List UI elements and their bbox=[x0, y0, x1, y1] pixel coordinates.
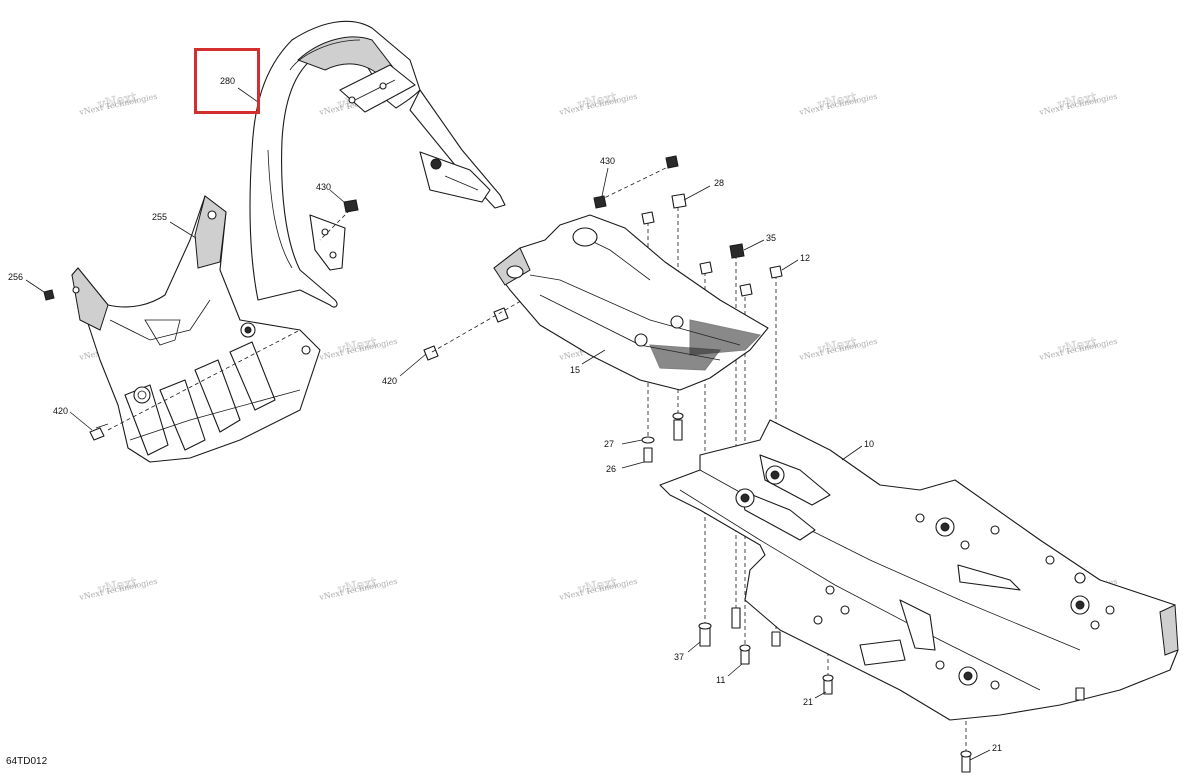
fastener-420-left[interactable] bbox=[89, 423, 109, 441]
bolt-11[interactable] bbox=[739, 644, 751, 665]
part-255-front-guard[interactable] bbox=[71, 195, 321, 463]
part-15-middle-skid[interactable] bbox=[493, 214, 769, 391]
callout-420-mid: 420 bbox=[382, 376, 397, 386]
bolt-21-right[interactable] bbox=[1075, 687, 1085, 701]
bolt-small-mid[interactable] bbox=[771, 631, 781, 647]
callout-27: 27 bbox=[604, 439, 614, 449]
callout-26: 26 bbox=[606, 464, 616, 474]
callout-280: 280 bbox=[220, 76, 235, 86]
highlight-box-280[interactable] bbox=[194, 48, 260, 114]
nut-35[interactable] bbox=[729, 243, 745, 259]
callout-35: 35 bbox=[766, 233, 776, 243]
part-280-bumper[interactable] bbox=[249, 20, 506, 308]
callout-12: 12 bbox=[800, 253, 810, 263]
nut-small-b[interactable] bbox=[699, 261, 713, 275]
callout-37: 37 bbox=[674, 652, 684, 662]
callout-430-left: 430 bbox=[316, 182, 331, 192]
nut-28[interactable] bbox=[671, 193, 687, 209]
part-10-main-skid[interactable] bbox=[659, 419, 1179, 721]
bolt-upper-37[interactable] bbox=[731, 607, 741, 629]
nut-small-c[interactable] bbox=[739, 283, 753, 297]
callout-10: 10 bbox=[864, 439, 874, 449]
bolt-21-a[interactable] bbox=[822, 674, 834, 695]
callout-15: 15 bbox=[570, 365, 580, 375]
nut-430-top[interactable] bbox=[665, 155, 679, 169]
fastener-420-upper[interactable] bbox=[493, 307, 509, 323]
callout-21-b: 21 bbox=[992, 743, 1002, 753]
bolt-small-top[interactable] bbox=[672, 412, 684, 441]
drawing-id-label: 64TD012 bbox=[6, 756, 48, 767]
nut-small-a[interactable] bbox=[641, 211, 655, 225]
callout-28: 28 bbox=[714, 178, 724, 188]
bolt-21-b[interactable] bbox=[960, 750, 972, 773]
callout-420-left: 420 bbox=[53, 406, 68, 416]
callout-21-a: 21 bbox=[803, 697, 813, 707]
fastener-256[interactable] bbox=[43, 289, 55, 301]
bolt-37[interactable] bbox=[698, 622, 712, 647]
fastener-420-mid[interactable] bbox=[423, 345, 439, 361]
nut-12[interactable] bbox=[769, 265, 783, 279]
nut-430-right[interactable] bbox=[593, 195, 607, 209]
callout-255: 255 bbox=[152, 212, 167, 222]
callout-11: 11 bbox=[716, 675, 725, 685]
fastener-430-left[interactable] bbox=[343, 199, 359, 213]
callout-256: 256 bbox=[8, 272, 23, 282]
bolt-26[interactable] bbox=[643, 447, 653, 463]
callout-430-right: 430 bbox=[600, 156, 615, 166]
washer-27[interactable] bbox=[641, 436, 655, 444]
